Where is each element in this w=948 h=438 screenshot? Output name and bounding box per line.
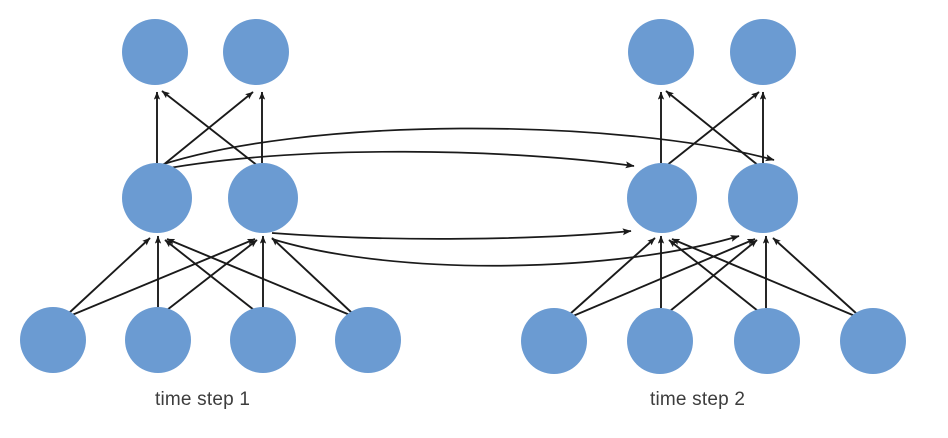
node-t2-input-4[interactable]: [840, 308, 906, 374]
node-t1-hidden-1[interactable]: [122, 163, 192, 233]
node-t2-input-1[interactable]: [521, 308, 587, 374]
node-t1-input-3[interactable]: [230, 307, 296, 373]
recurrent-edge-t1hid2-t2hid1: [271, 228, 632, 240]
node-t1-hidden-2[interactable]: [228, 163, 298, 233]
edge-t2-in4-hid1: [671, 238, 856, 317]
edge-t1-in1-hid1: [68, 237, 151, 314]
node-t2-hidden-2[interactable]: [728, 163, 798, 233]
node-t2-output-1[interactable]: [628, 19, 694, 85]
node-t1-input-1[interactable]: [20, 307, 86, 373]
edge-t2-in1-hid2: [572, 238, 756, 317]
edge-group-t1-hidden-to-output: [153, 90, 266, 167]
edge-group-t1-input-to-hidden: [68, 235, 353, 316]
recurrent-edge-t1hid2-t2hid2: [271, 235, 740, 267]
recurrent-edge-t1hid1-t2hid1: [146, 150, 635, 173]
edge-t1-hid1-out2: [161, 91, 254, 167]
edge-t2-in3-hid1: [668, 239, 759, 312]
node-group-t2-output: [628, 19, 796, 85]
edge-t1-in4-hid1: [166, 238, 351, 316]
node-t2-output-2[interactable]: [730, 19, 796, 85]
edge-group-recurrent-upper: [146, 127, 775, 173]
edge-t2-hid2-out1: [665, 90, 760, 167]
recurrent-edge-t1hid1-t2hid2: [148, 127, 775, 170]
edge-t2-in1-hid1: [569, 237, 656, 315]
edge-t1-in2-hid2: [166, 239, 258, 311]
node-group-t2-input: [521, 308, 906, 374]
edge-group-t2-input-to-hidden: [569, 235, 858, 317]
node-t1-output-1[interactable]: [122, 19, 188, 85]
node-t1-input-2[interactable]: [125, 307, 191, 373]
time-step-2-label: time step 2: [650, 389, 746, 410]
edge-t1-in3-hid1: [164, 239, 255, 311]
time-step-1-label: time step 1: [155, 389, 251, 410]
node-t2-input-2[interactable]: [627, 308, 693, 374]
node-t2-hidden-1[interactable]: [627, 163, 697, 233]
edge-t1-in4-hid2: [271, 237, 353, 314]
node-group-t1-input: [20, 307, 401, 373]
node-t1-input-4[interactable]: [335, 307, 401, 373]
node-group-t1-output: [122, 19, 289, 85]
edge-group-recurrent-lower: [271, 228, 740, 267]
edge-group-t2-hidden-to-output: [657, 90, 767, 167]
edge-t2-in4-hid2: [772, 237, 858, 315]
node-t2-input-3[interactable]: [734, 308, 800, 374]
edge-t1-in1-hid2: [71, 238, 256, 316]
node-t1-output-2[interactable]: [223, 19, 289, 85]
node-group-t2-hidden: [627, 163, 798, 233]
edge-t1-hid2-out1: [161, 90, 259, 167]
node-group-t1-hidden: [122, 163, 298, 233]
